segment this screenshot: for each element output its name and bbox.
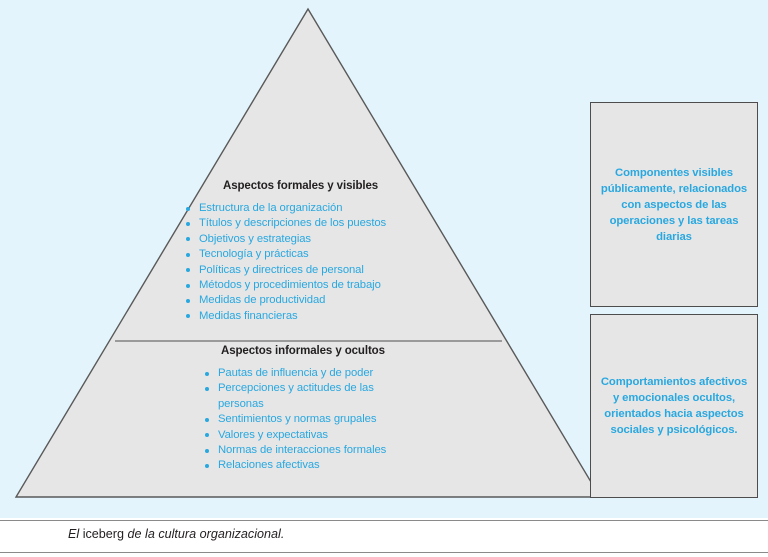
list-item: Percepciones y actitudes de las personas: [204, 381, 403, 412]
list-item-label: Medidas de productividad: [199, 294, 326, 307]
list-item-label: Tecnología y prácticas: [199, 248, 309, 261]
list-item-label: Políticas y directrices de personal: [199, 263, 364, 276]
list-item: Medidas financieras: [185, 309, 386, 324]
list-item: Métodos y procedimientos de trabajo: [185, 278, 386, 293]
list-item: Estructura de la organización: [185, 201, 386, 216]
callout-box-visible-components: Componentes visibles públicamente, relac…: [590, 102, 758, 307]
list-item: Normas de interacciones formales: [204, 443, 403, 458]
list-item: Valores y expectativas: [204, 428, 403, 443]
caption-suffix: de la cultura organizacional.: [124, 527, 285, 541]
bullet-dot-icon: [205, 433, 209, 438]
upper-section-heading: Aspectos formales y visibles: [223, 180, 379, 192]
caption-band: [0, 521, 768, 552]
callout-box-hidden-behaviors: Comportamientos afectivos y emocionales …: [590, 314, 758, 498]
list-item: Políticas y directrices de personal: [185, 263, 386, 278]
callout-text: Comportamientos afectivos y emocionales …: [600, 376, 748, 436]
bullet-dot-icon: [205, 371, 209, 376]
list-item: Sentimientos y normas grupales: [204, 412, 403, 427]
bullet-dot-icon: [186, 221, 190, 226]
bullet-dot-icon: [186, 252, 190, 257]
list-item: Medidas de productividad: [185, 293, 386, 308]
bullet-dot-icon: [205, 448, 209, 453]
bullet-dot-icon: [186, 283, 190, 288]
bullet-dot-icon: [186, 237, 190, 242]
figure-caption: El iceberg de la cultura organizacional.: [68, 527, 284, 541]
list-item: Objetivos y estrategias: [185, 232, 386, 247]
list-item-label: Métodos y procedimientos de trabajo: [199, 279, 381, 292]
lower-section-list: Pautas de influencia y de poder Percepci…: [204, 366, 403, 474]
bullet-dot-icon: [186, 206, 190, 211]
list-item-label: Medidas financieras: [199, 309, 298, 322]
upper-section-list: Estructura de la organización Títulos y …: [185, 201, 386, 324]
list-item: Títulos y descripciones de los puestos: [185, 216, 386, 231]
caption-prefix: El: [68, 527, 83, 541]
bullet-dot-icon: [205, 417, 209, 422]
pyramid-text-layer: Aspectos formales y visibles Estructura …: [185, 180, 403, 474]
list-item-label: Relaciones afectivas: [218, 459, 320, 472]
list-item-label: Pautas de influencia y de poder: [218, 367, 374, 379]
list-item: Tecnología y prácticas: [185, 247, 386, 262]
list-item-label: Sentimientos y normas grupales: [218, 413, 377, 426]
caption-rule-bottom: [0, 552, 768, 553]
list-item: Pautas de influencia y de poder: [204, 366, 403, 381]
lower-section-heading: Aspectos informales y ocultos: [221, 345, 385, 357]
list-item-label: Normas de interacciones formales: [218, 444, 387, 457]
list-item-label: Estructura de la organización: [199, 202, 343, 214]
callout-text: Componentes visibles públicamente, relac…: [600, 166, 748, 243]
bullet-dot-icon: [186, 314, 190, 319]
list-item-label: Títulos y descripciones de los puestos: [199, 217, 387, 230]
list-item: Relaciones afectivas: [204, 458, 403, 473]
list-item-label: Percepciones y actitudes de las personas: [218, 382, 374, 410]
bullet-dot-icon: [205, 386, 209, 391]
bullet-dot-icon: [186, 268, 190, 273]
list-item-label: Valores y expectativas: [218, 428, 328, 441]
list-item-label: Objetivos y estrategias: [199, 232, 311, 245]
caption-rule-top: [0, 520, 768, 521]
bullet-dot-icon: [205, 463, 209, 468]
caption-keyword: iceberg: [82, 527, 125, 541]
bullet-dot-icon: [186, 298, 190, 303]
